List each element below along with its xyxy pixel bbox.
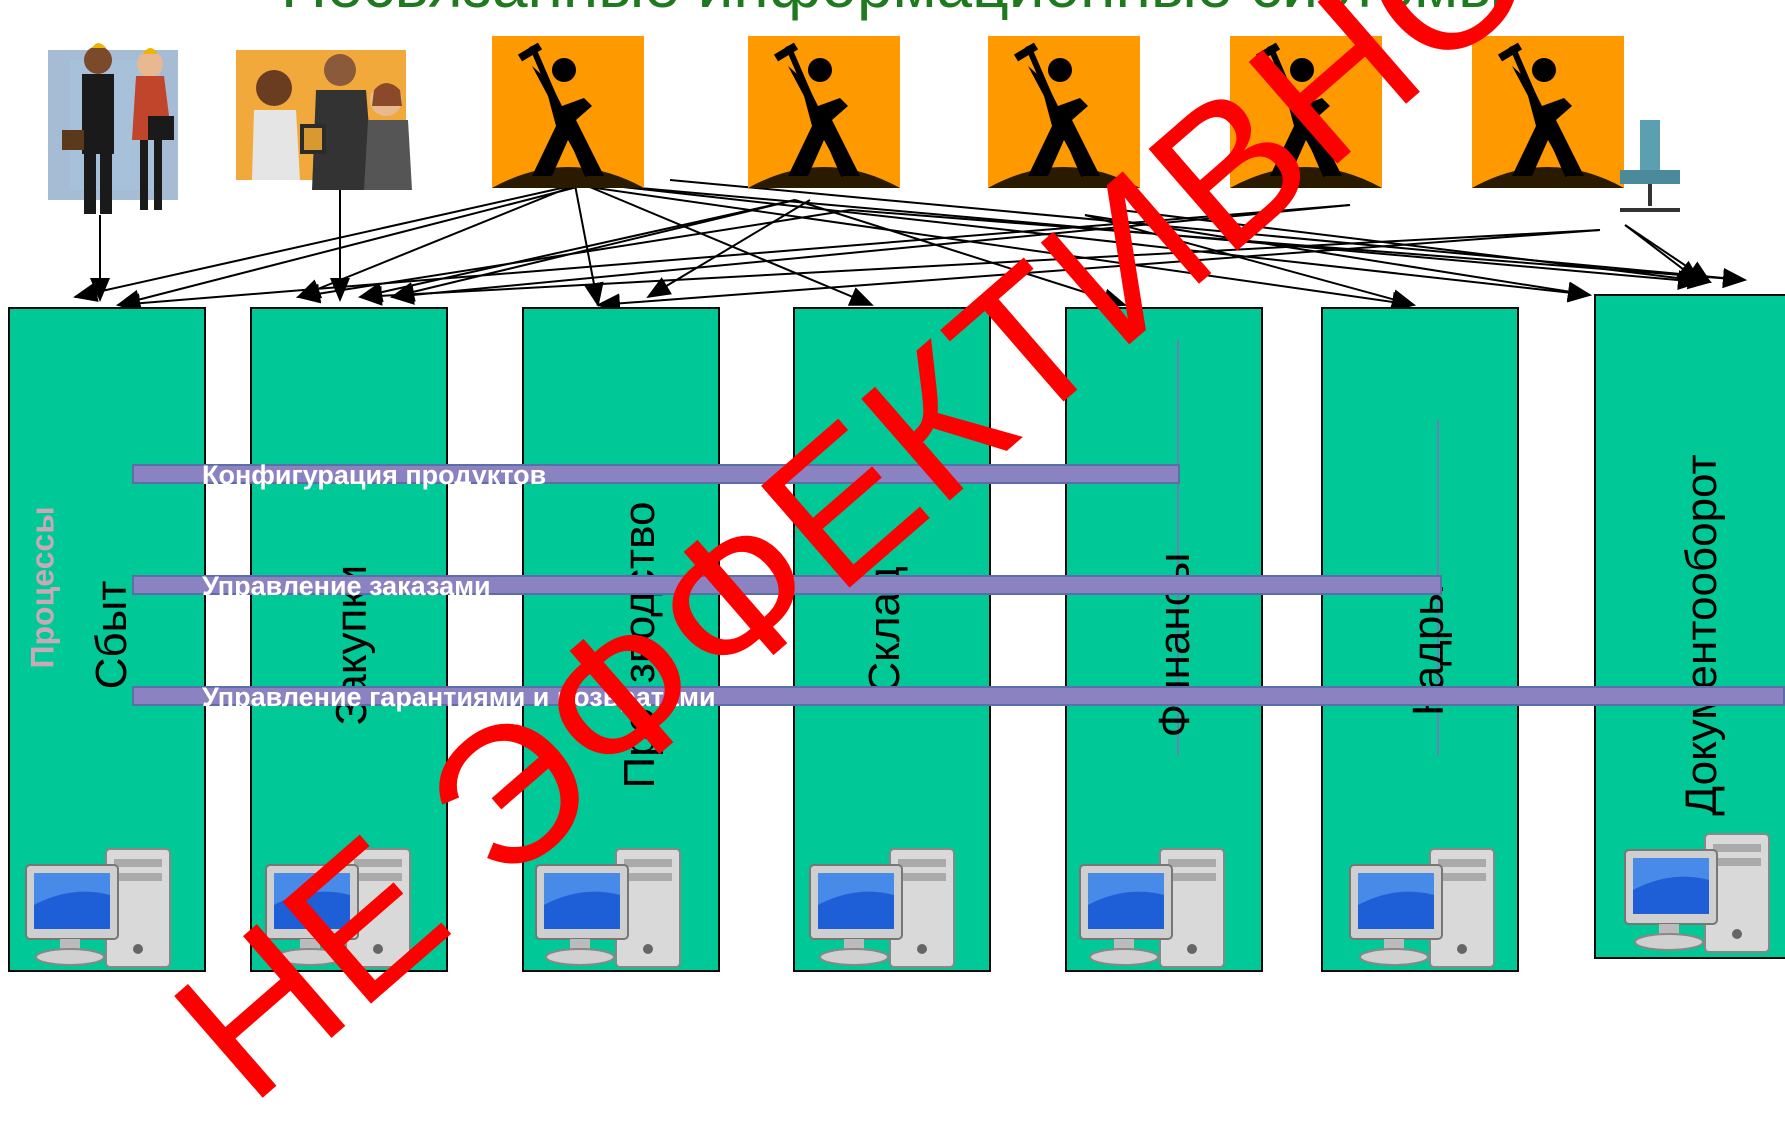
connection-arrow [116,204,1351,314]
slide-title: Несвязанные информационные системы [0,0,1785,22]
process-label-warranty-returns: Управление гарантиями и возвратами [202,682,716,712]
processes-label: Процессы [24,506,61,669]
connection-arrow [604,184,1592,303]
connection-arrow [358,229,1601,306]
connection-arrow [390,199,796,302]
digging-worker-icon [492,36,644,188]
connection-arrow [584,184,874,306]
process-bar-order-management [132,575,1442,595]
connection-arrow [1624,224,1712,284]
connection-arrow [1119,209,1712,290]
digging-worker-icon [1472,36,1624,188]
connection-arrow [1084,214,1592,302]
connection-arrow [574,184,1416,312]
computer-icon [22,845,182,973]
connection-arrow [1084,214,1416,309]
connection-arrow [116,184,586,310]
process-label-product-configuration: Конфигурация продуктов [202,460,547,490]
digging-worker-icon [748,36,900,188]
computer-icon [1346,845,1506,973]
process-bar-warranty-returns [132,686,1785,706]
connection-arrows [73,179,1747,314]
connection-arrow [669,179,1747,288]
connection-arrow [73,184,576,302]
computer-icon [1076,845,1236,973]
connection-arrow [794,199,1127,308]
digging-worker-icon [988,36,1140,188]
computer-icon [262,845,422,973]
connection-arrow [390,204,1351,305]
office-chair-icon [1620,120,1680,212]
computer-icon [1621,830,1781,958]
business-people-icon [48,43,178,214]
column-purchasing [250,307,448,972]
meeting-people-icon [236,50,412,190]
column-label-docflow: Документооборот [1677,454,1726,816]
digging-worker-icon [1230,36,1382,188]
connection-arrow [358,199,796,302]
computer-icon [806,845,966,973]
process-label-order-management: Управление заказами [202,571,491,601]
column-label-sales: Сбыт [87,580,136,690]
computer-icon [532,845,692,973]
process-bar-product-configuration [132,464,1180,484]
connection-arrow [596,229,1601,314]
